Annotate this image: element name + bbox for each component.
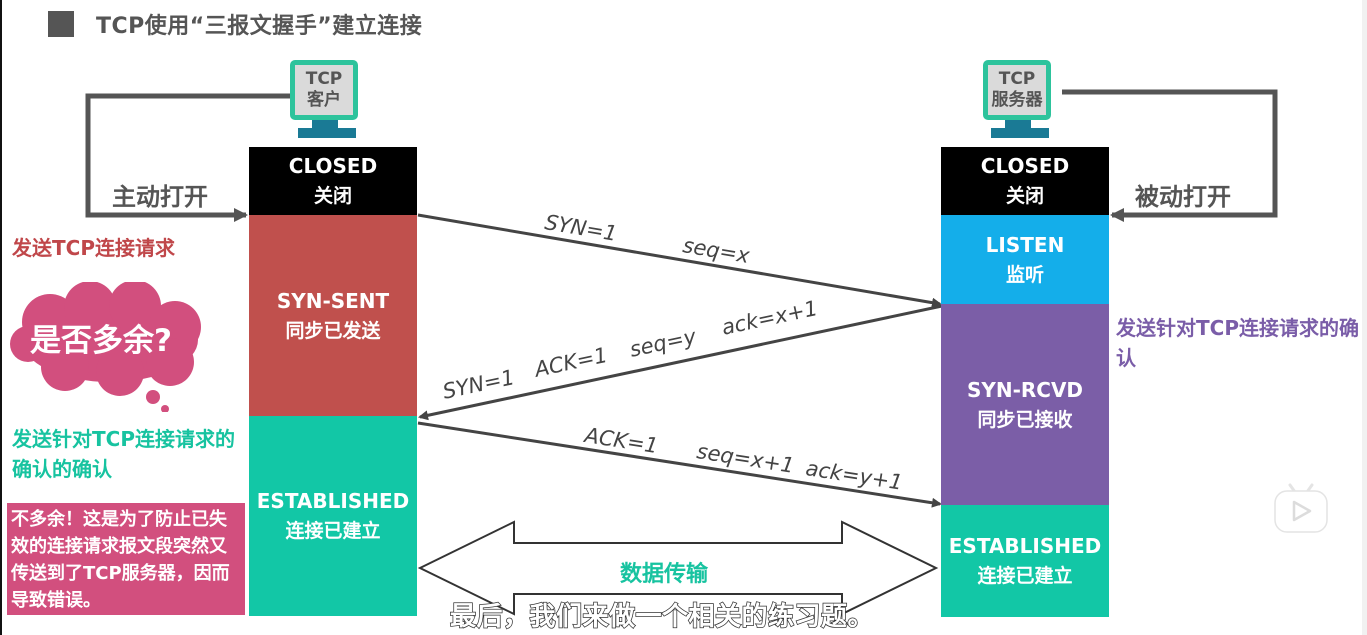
server-state-closed: CLOSED 关闭 <box>941 147 1109 215</box>
explanation-box: 不多余！这是为了防止已失效的连接请求报文段突然又传送到了TCP服务器，因而导致错… <box>7 503 245 615</box>
monitor-neck <box>312 120 338 128</box>
server-state-syn-rcvd: SYN-RCVD 同步已接收 <box>941 304 1109 505</box>
active-open-arrow <box>85 93 290 222</box>
video-subtitle: 最后，我们来做一个相关的练习题。 <box>449 601 875 633</box>
state-en: CLOSED <box>288 154 378 178</box>
server-state-established: ESTABLISHED 连接已建立 <box>941 505 1109 617</box>
left-border <box>0 0 2 635</box>
state-zh: 关闭 <box>313 185 352 207</box>
video-play-icon[interactable] <box>1272 482 1330 534</box>
msg2-arrow <box>418 304 943 421</box>
state-zh: 同步已发送 <box>285 319 381 342</box>
client-state-syn-sent: SYN-SENT 同步已发送 <box>249 215 417 416</box>
state-en: SYN-RCVD <box>966 377 1084 402</box>
server-monitor-line2: 服务器 <box>991 90 1043 110</box>
state-zh: 连接已建立 <box>285 520 381 542</box>
msg1-arrow <box>417 213 942 308</box>
state-zh: 连接已建立 <box>977 565 1073 587</box>
state-en: ESTABLISHED <box>256 489 410 513</box>
monitor-neck <box>1005 120 1031 128</box>
msg3-arrow <box>417 421 942 508</box>
data-transfer-label: 数据传输 <box>620 562 709 587</box>
slide-title: TCP使用“三报文握手”建立连接 <box>48 8 422 40</box>
server-monitor-line1: TCP <box>998 69 1036 89</box>
ack-of-ack-note: 发送针对TCP连接请求的确认的确认 <box>12 427 235 481</box>
state-en: ESTABLISHED <box>948 534 1102 558</box>
monitor-base <box>298 128 356 138</box>
client-monitor-line2: 客户 <box>307 90 341 110</box>
server-monitor-icon: TCP 服务器 <box>983 60 1059 138</box>
monitor-base <box>991 128 1049 138</box>
data-transfer-arrow <box>417 520 939 616</box>
right-scroll-edge <box>1362 0 1367 635</box>
question-text: 是否多余? <box>30 323 172 359</box>
client-state-established: ESTABLISHED 连接已建立 <box>249 416 417 616</box>
passive-open-arrow <box>1062 89 1278 222</box>
state-en: CLOSED <box>980 154 1070 178</box>
title-text: TCP使用“三报文握手”建立连接 <box>96 14 423 39</box>
server-state-listen: LISTEN 监听 <box>941 215 1109 304</box>
passive-open-label: 被动打开 <box>1135 183 1231 211</box>
client-monitor-screen: TCP 客户 <box>290 60 358 120</box>
send-request-note: 发送TCP连接请求 <box>12 236 175 260</box>
thought-cloud-icon <box>10 282 201 412</box>
state-en: LISTEN <box>985 232 1065 257</box>
state-zh: 同步已接收 <box>977 408 1073 431</box>
server-monitor-screen: TCP 服务器 <box>983 60 1051 120</box>
client-monitor-icon: TCP 客户 <box>290 60 366 138</box>
server-ack-note: 发送针对TCP连接请求的确认 <box>1116 316 1359 370</box>
client-monitor-line1: TCP <box>305 69 343 89</box>
state-zh: 监听 <box>1005 263 1044 286</box>
state-zh: 关闭 <box>1005 185 1044 207</box>
active-open-label: 主动打开 <box>112 183 208 211</box>
state-en: SYN-SENT <box>276 288 390 313</box>
client-state-closed: CLOSED 关闭 <box>249 147 417 215</box>
title-bullet-icon <box>48 11 74 37</box>
